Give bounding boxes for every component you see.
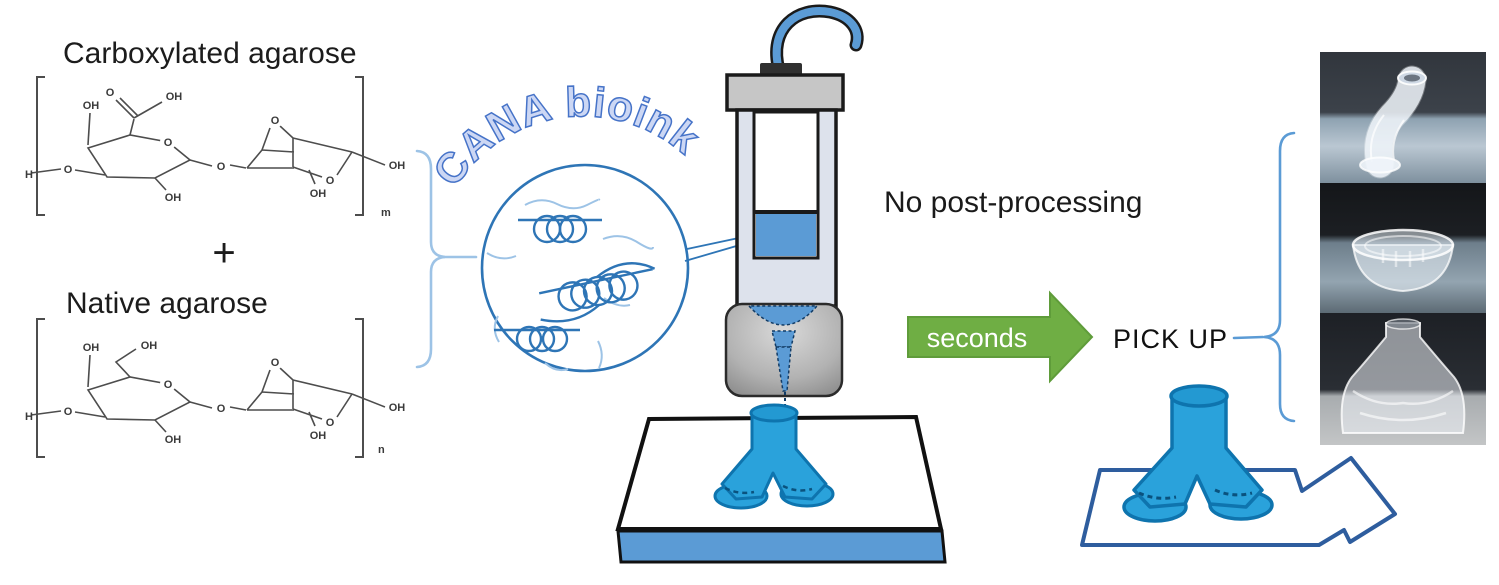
carboxyl-group: O OH bbox=[106, 87, 183, 136]
feed-tube bbox=[772, 7, 862, 74]
bifurcation-shape bbox=[1340, 318, 1466, 434]
bioink-magnifier bbox=[480, 163, 782, 373]
repeat-subscript-n: n bbox=[378, 444, 385, 456]
pick-up-text: PICK UP bbox=[1113, 324, 1228, 354]
native-structure bbox=[24, 318, 407, 458]
helix-coils bbox=[494, 214, 656, 353]
syringe-cap bbox=[725, 73, 845, 112]
combining-brace bbox=[415, 149, 478, 369]
coil-icon bbox=[518, 214, 602, 244]
bowl-shape bbox=[1351, 228, 1455, 293]
double-coil-icon bbox=[538, 262, 656, 323]
ch2-oh-label: OH bbox=[141, 340, 158, 352]
results-brace bbox=[1232, 131, 1296, 423]
carboxylated-structure bbox=[24, 76, 407, 216]
bioink-volume bbox=[756, 214, 816, 256]
photo-hemisphere-bowl bbox=[1320, 183, 1486, 313]
syringe-extruder bbox=[724, 4, 864, 408]
right-arrow-icon bbox=[907, 290, 1094, 384]
polymer-chains-light bbox=[486, 198, 654, 372]
carboxylated-agarose-title: Carboxylated agarose bbox=[63, 37, 357, 70]
native-agarose-title: Native agarose bbox=[66, 287, 268, 320]
picked-up-y-tube bbox=[1122, 384, 1274, 523]
repeat-subscript-m: m bbox=[381, 207, 391, 219]
carboxyl-oh-label: OH bbox=[166, 91, 183, 103]
carbonyl-o-label: O bbox=[106, 87, 115, 99]
coil-icon bbox=[494, 325, 580, 353]
no-post-processing-text: No post-processing bbox=[884, 186, 1142, 219]
printed-constructs-photos bbox=[1320, 52, 1486, 445]
curved-tube-shape bbox=[1359, 65, 1427, 179]
seconds-arrow: seconds bbox=[907, 290, 1094, 384]
plus-sign: + bbox=[212, 231, 235, 275]
seconds-label: seconds bbox=[927, 323, 1028, 353]
nozzle-cone bbox=[747, 305, 819, 392]
photo-y-bifurcation bbox=[1320, 313, 1486, 445]
photo-curved-tube bbox=[1320, 52, 1486, 183]
hydroxymethyl-group: OH bbox=[114, 340, 158, 378]
printed-y-tube bbox=[713, 403, 835, 510]
